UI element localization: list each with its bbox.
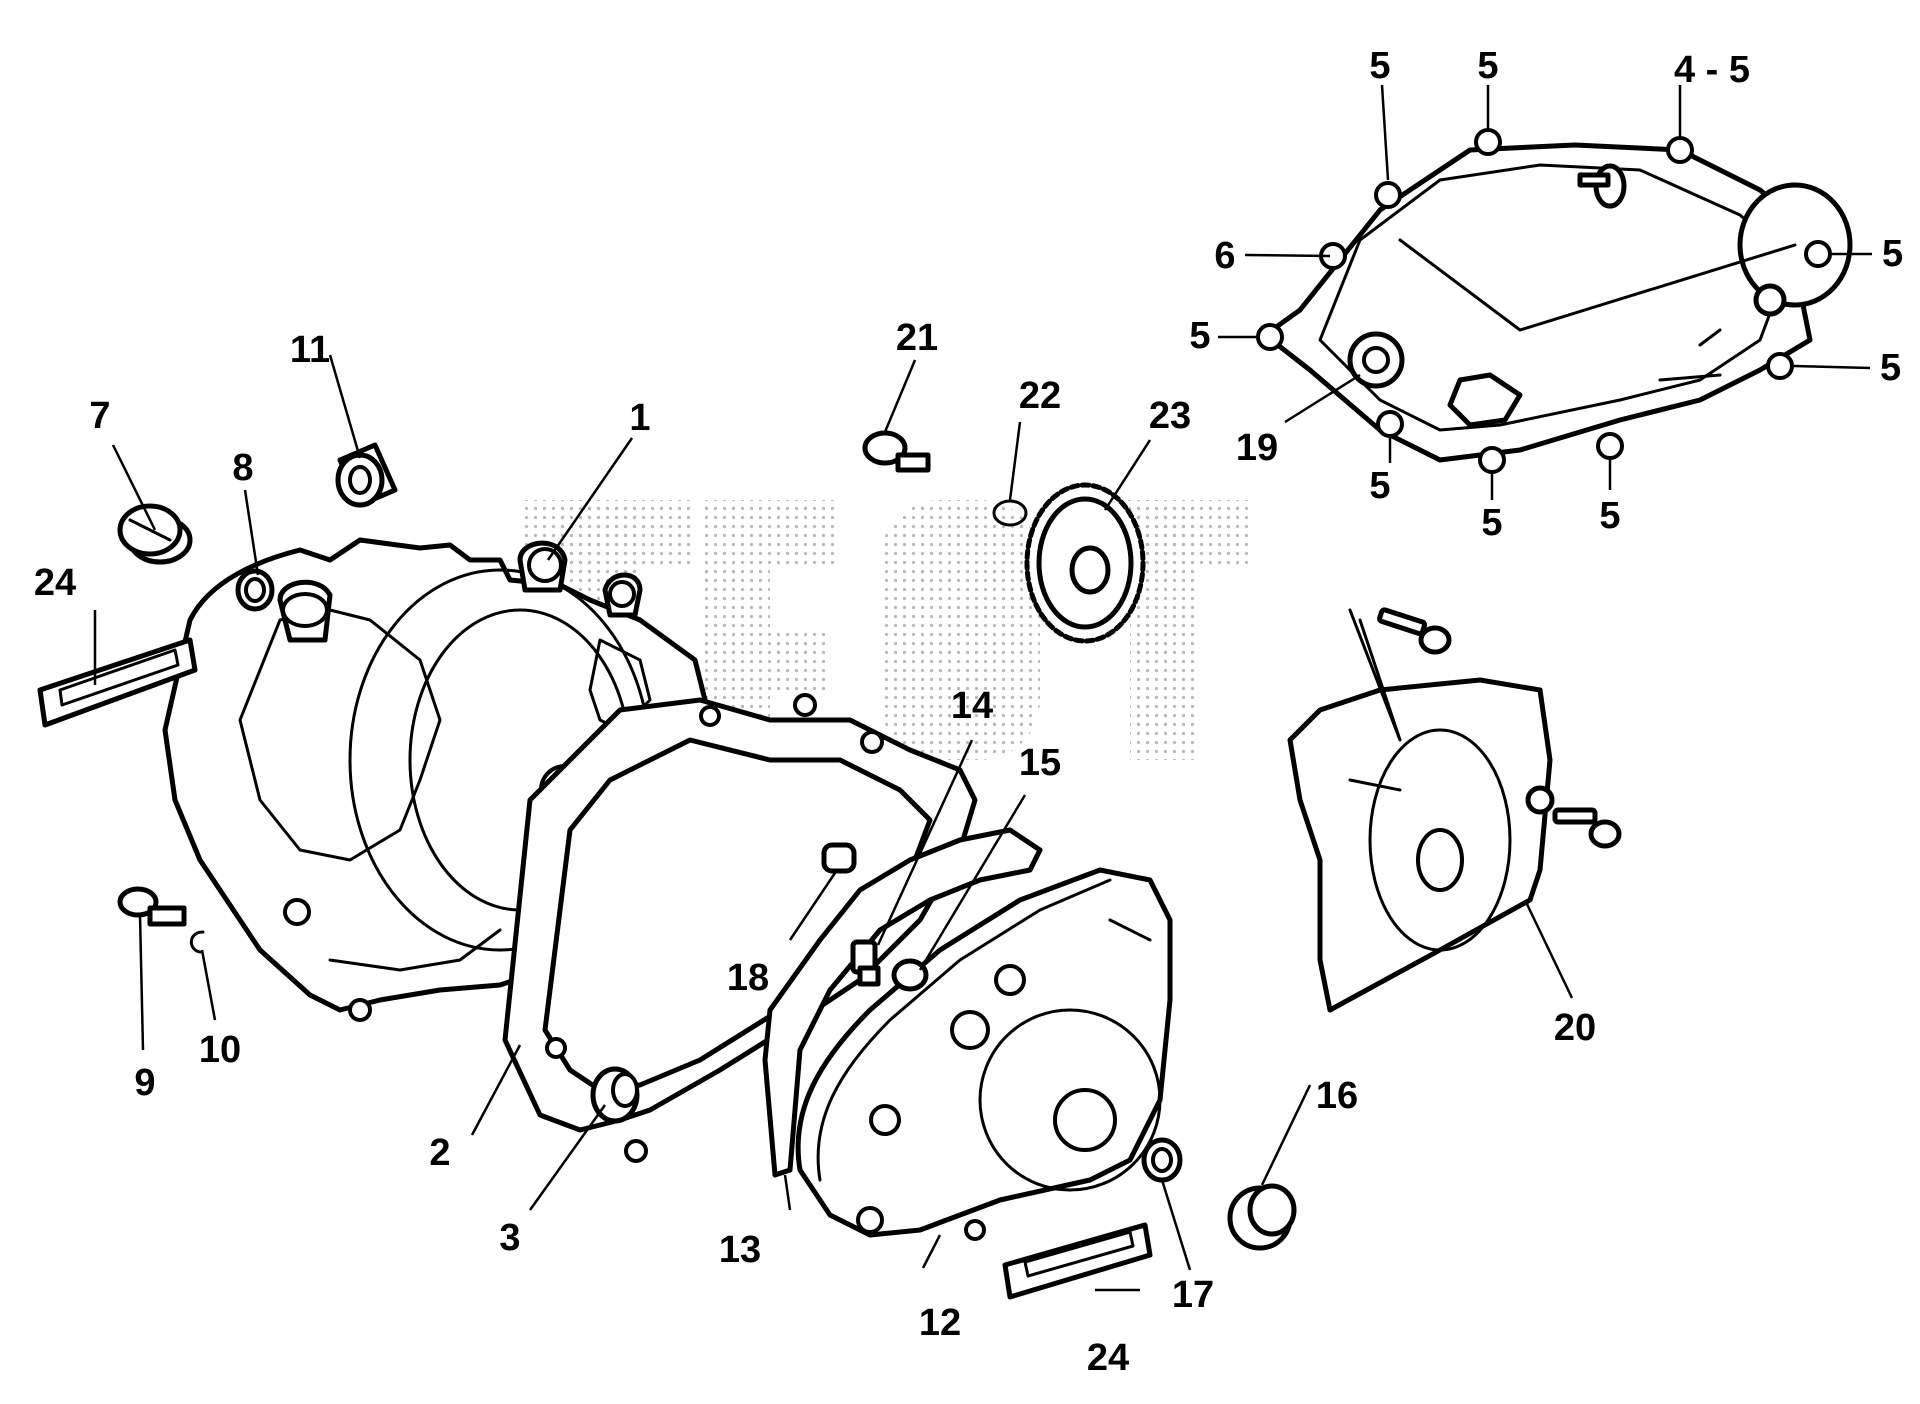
decal-bottom (1002, 1222, 1153, 1300)
cap-16 (1227, 1183, 1297, 1251)
label-5: 5 (1477, 45, 1498, 87)
label-21: 21 (896, 317, 938, 359)
dowel-pin-18 (821, 842, 857, 874)
callout-labels: 1 2 3 4 - 5 5 5 5 5 5 5 5 5 5 6 7 8 9 10… (34, 45, 1903, 1379)
label-6: 6 (1214, 235, 1235, 277)
label-10: 10 (199, 1029, 241, 1071)
gear-23 (1024, 482, 1146, 644)
sprocket-guard (1287, 608, 1553, 1013)
bolt-9 (117, 886, 187, 927)
label-8: 8 (232, 447, 253, 489)
label-3: 3 (499, 1217, 520, 1259)
decal-left (37, 637, 198, 728)
label-5: 5 (1189, 315, 1210, 357)
o-ring-8 (235, 568, 275, 612)
bushing-11 (335, 442, 398, 508)
plug-cap-7 (117, 503, 193, 565)
label-5: 5 (1882, 233, 1903, 275)
label-18: 18 (727, 957, 769, 999)
label-2: 2 (429, 1132, 450, 1174)
label-7: 7 (89, 395, 110, 437)
label-24: 24 (34, 562, 76, 604)
side-cover (1256, 128, 1853, 474)
label-5: 5 (1599, 495, 1620, 537)
label-23: 23 (1149, 395, 1191, 437)
label-13: 13 (719, 1229, 761, 1271)
o-ring-15 (891, 958, 929, 992)
label-12: 12 (919, 1302, 961, 1344)
label-16: 16 (1316, 1075, 1358, 1117)
inner-gasket (762, 827, 1043, 1178)
label-11: 11 (290, 329, 330, 371)
label-20: 20 (1554, 1007, 1596, 1049)
label-19: 19 (1236, 427, 1278, 469)
guard-screw-right (1525, 785, 1622, 849)
leader-lines (93, 84, 1872, 1292)
guard-screw-top (1377, 607, 1452, 655)
label-5: 5 (1369, 45, 1390, 87)
label-15: 15 (1019, 742, 1061, 784)
label-24: 24 (1087, 1337, 1129, 1379)
label-5: 5 (1369, 465, 1390, 507)
circlip-22 (992, 499, 1028, 527)
generator-cover (795, 867, 1173, 1241)
label-5: 5 (1481, 502, 1502, 544)
label-9: 9 (134, 1062, 155, 1104)
label-1: 1 (629, 397, 650, 439)
cover-gasket (502, 693, 978, 1163)
o-ring-17 (1141, 1137, 1183, 1183)
label-22: 22 (1019, 375, 1061, 417)
screw-14 (850, 939, 881, 987)
bolt-21 (862, 430, 931, 473)
label-4-5: 4 - 5 (1674, 49, 1750, 91)
washer-10 (189, 930, 205, 954)
label-5: 5 (1880, 347, 1901, 389)
label-14: 14 (951, 685, 993, 727)
label-17: 17 (1172, 1274, 1214, 1316)
